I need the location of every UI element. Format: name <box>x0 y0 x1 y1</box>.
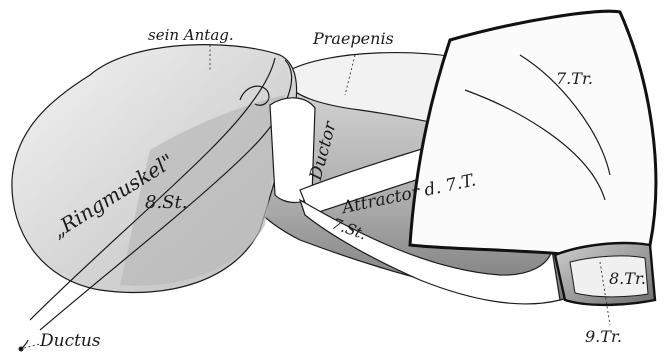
label-sein-antag: sein Antag. <box>148 26 234 44</box>
tergite-7-plate <box>410 11 656 258</box>
label-sternite-8: 8.St. <box>145 192 187 213</box>
label-tergite-7: 7.Tr. <box>556 69 593 88</box>
leader-ductus <box>24 344 40 348</box>
label-praepenis: Praepenis <box>312 29 394 48</box>
label-ductus: Ductus <box>39 331 101 351</box>
label-tergite-9: 9.Tr. <box>585 327 622 346</box>
label-tergite-8: 8.Tr. <box>609 269 646 288</box>
ductus-end <box>19 347 24 352</box>
